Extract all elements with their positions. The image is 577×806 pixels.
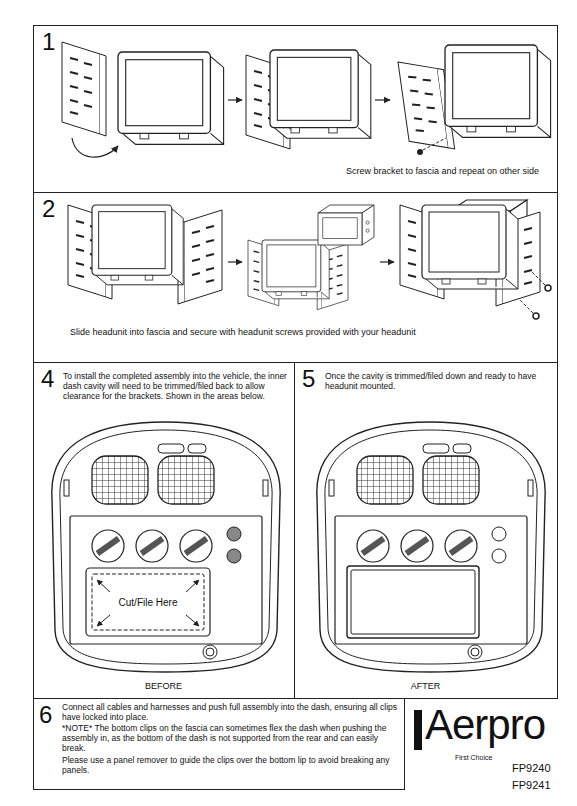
step1-figures xyxy=(62,42,106,136)
step2-figures xyxy=(530,270,545,285)
step2-figures xyxy=(228,261,242,262)
step2-figures xyxy=(262,240,329,299)
step-text: Connect all cables and harnesses and pus… xyxy=(62,702,400,722)
step1-figures xyxy=(417,149,423,155)
part-number: FP9241 xyxy=(512,779,551,792)
brand-tagline: First Choice xyxy=(455,754,492,762)
step1-figures xyxy=(118,52,224,144)
step2-figures xyxy=(520,300,533,313)
dash-before xyxy=(86,568,210,636)
step2-figures xyxy=(318,205,374,245)
step-panel: 5 Once the cavity is trimmed/filed down a… xyxy=(294,362,558,699)
dash-after xyxy=(317,422,545,672)
step-panel: 4 To install the completed assembly into … xyxy=(33,362,295,699)
dash-before xyxy=(97,615,110,626)
callout-text: Cut/File Here xyxy=(108,597,188,609)
dash-after xyxy=(351,570,475,634)
step-panel: 6 Connect all cables and harnesses and pu… xyxy=(33,698,405,790)
step1-figures xyxy=(228,99,242,100)
step-text: *NOTE* The bottom clips on the fascia ca… xyxy=(62,723,400,754)
step-text: To install the completed assembly into t… xyxy=(63,371,289,402)
figure-caption: BEFORE xyxy=(34,681,293,692)
logo-mark xyxy=(414,710,422,750)
dash-before xyxy=(92,574,204,630)
dash-before xyxy=(97,580,110,592)
step-text: Please use a panel remover to guide the … xyxy=(62,755,400,775)
step-number: 2 xyxy=(42,195,55,223)
dash-after xyxy=(347,566,479,638)
dash-before xyxy=(227,549,241,563)
logo-mark xyxy=(414,710,422,750)
step-number: 1 xyxy=(42,28,55,56)
step-number: 4 xyxy=(41,365,54,393)
step2-figures xyxy=(92,205,183,285)
step2-figures xyxy=(178,210,222,304)
step-text: Once the cavity is trimmed/filed down an… xyxy=(325,371,551,391)
step-number: 5 xyxy=(302,365,315,393)
step2-figures xyxy=(533,313,539,319)
step-number: 6 xyxy=(39,701,52,729)
step-text: Screw bracket to fascia and repeat on ot… xyxy=(346,166,551,177)
dash-before xyxy=(186,615,199,626)
step2-figures xyxy=(68,200,551,319)
step2-figures xyxy=(545,285,551,291)
step2-figures xyxy=(380,261,394,262)
dash-after xyxy=(317,422,545,672)
dash-before xyxy=(186,580,199,592)
step1-figures xyxy=(72,138,118,157)
dash-before xyxy=(52,422,280,672)
dash-after xyxy=(492,549,506,563)
step-panel: 2Slide headunit into fascia and secure w… xyxy=(33,192,558,363)
figure-caption: AFTER xyxy=(295,681,556,692)
step1-figures xyxy=(270,50,371,138)
brand-name: Aerpro xyxy=(425,704,545,746)
part-number: FP9240 xyxy=(512,762,551,775)
step-text: Slide headunit into fascia and secure wi… xyxy=(70,327,510,338)
step-panel: 1Screw bracket to fascia and repeat on o… xyxy=(33,25,558,193)
step1-figures xyxy=(445,45,551,137)
dash-before xyxy=(227,527,241,541)
dash-after xyxy=(492,527,506,541)
dash-before xyxy=(52,422,280,672)
step1-figures xyxy=(62,42,551,157)
step1-figures xyxy=(423,138,446,150)
step2-figures xyxy=(422,205,518,289)
step1-figures xyxy=(375,99,390,100)
